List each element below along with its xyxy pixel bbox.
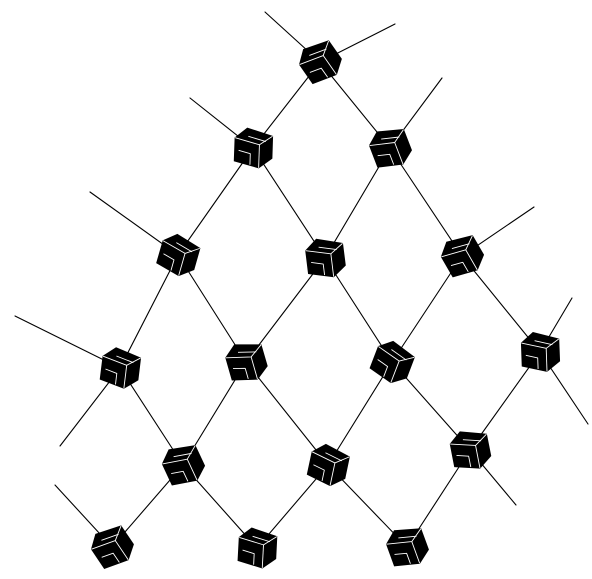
node-facet-line (238, 149, 251, 165)
node-block-icon (237, 527, 278, 569)
node-block-body (225, 344, 268, 381)
node-block-icon (225, 344, 268, 381)
node-block-icon (449, 431, 492, 469)
bond-line (245, 361, 329, 466)
node-facet-line (475, 445, 481, 469)
node-facet-line (521, 338, 559, 349)
node-facet-line (252, 535, 271, 543)
node-facet-line (545, 348, 548, 372)
node-facet-line (309, 48, 327, 56)
node-block-icon (90, 525, 134, 569)
bond-line (177, 147, 254, 256)
node-facet-line (101, 533, 119, 541)
node-block-icon (233, 127, 274, 169)
node-facet-line (451, 243, 470, 249)
node-facet-line (91, 525, 122, 550)
node-block-body (299, 40, 342, 85)
bond-line (327, 361, 393, 466)
node-facet-line (390, 360, 400, 383)
bond-line (389, 147, 463, 257)
node-facet-line (163, 253, 175, 271)
node-facet-line (114, 540, 129, 560)
node-facet-line (391, 349, 407, 361)
node-block-icon (305, 238, 346, 278)
node-block-body (368, 129, 412, 168)
node-facet-line (377, 153, 395, 165)
node-block-body (237, 527, 278, 569)
node-facet-line (178, 253, 186, 276)
node-facet-line (239, 536, 278, 546)
node-facet-line (325, 452, 343, 462)
node-block-icon (440, 235, 485, 278)
node-facet-line (173, 452, 192, 458)
node-block-icon (99, 347, 142, 389)
node-facet-line (311, 262, 326, 276)
node-facet-line (450, 261, 469, 273)
bonds-layer (14, 11, 589, 549)
node-facet-line (330, 253, 335, 277)
node-block-body (156, 233, 201, 277)
node-facet-line (411, 541, 421, 564)
node-facet-line (313, 464, 325, 482)
bond-line (324, 257, 393, 363)
node-facet-line (186, 458, 198, 481)
node-facet-line (105, 368, 118, 385)
nodes-layer (90, 40, 561, 569)
node-facet-line (248, 135, 267, 142)
node-block-icon (161, 445, 206, 486)
node-facet-line (394, 142, 404, 165)
node-facet-line (534, 340, 553, 346)
node-block-icon (156, 233, 201, 277)
node-block-icon (520, 332, 561, 372)
node-facet-line (250, 356, 258, 380)
node-facet-line (462, 439, 482, 442)
node-block-body (306, 443, 350, 487)
node-facet-line (261, 544, 264, 568)
bond-line (252, 147, 326, 259)
bond-line (461, 255, 541, 353)
node-block-body (99, 347, 142, 389)
node-facet-line (381, 136, 400, 140)
node-facet-line (456, 454, 472, 468)
node-block-icon (368, 129, 412, 168)
node-facet-line (233, 367, 249, 380)
node-block-body (440, 235, 485, 278)
node-block-body (520, 332, 561, 372)
node-facet-line (171, 470, 189, 482)
node-block-body (386, 528, 429, 567)
bond-line (119, 254, 179, 369)
node-block-body (369, 340, 415, 384)
node-block-icon (386, 528, 429, 567)
node-facet-line (322, 55, 337, 75)
node-block-body (305, 238, 346, 278)
node-facet-line (377, 359, 389, 378)
node-block-body (161, 445, 206, 486)
node-facet-line (394, 552, 411, 564)
node-facet-line (525, 354, 539, 369)
node-block-body (90, 525, 134, 569)
node-facet-line (176, 242, 193, 253)
node-facet-line (102, 355, 141, 366)
node-facet-line (329, 462, 336, 486)
node-facet-line (398, 535, 417, 539)
node-block-icon (306, 443, 350, 487)
node-facet-line (237, 351, 257, 353)
node-block-icon (369, 340, 415, 384)
node-facet-line (309, 67, 329, 78)
node-facet-line (242, 549, 255, 565)
node-facet-line (369, 129, 404, 146)
node-facet-line (101, 552, 120, 563)
node-facet-line (116, 355, 134, 364)
node-facet-line (465, 249, 478, 271)
bond-line (391, 255, 463, 363)
node-facet-line (386, 528, 422, 545)
node-facet-line (258, 144, 260, 168)
node-facet-line (318, 246, 337, 251)
node-block-body (233, 127, 274, 169)
node-block-icon (299, 40, 342, 85)
bond-line (177, 254, 247, 363)
node-facet-line (123, 365, 128, 389)
